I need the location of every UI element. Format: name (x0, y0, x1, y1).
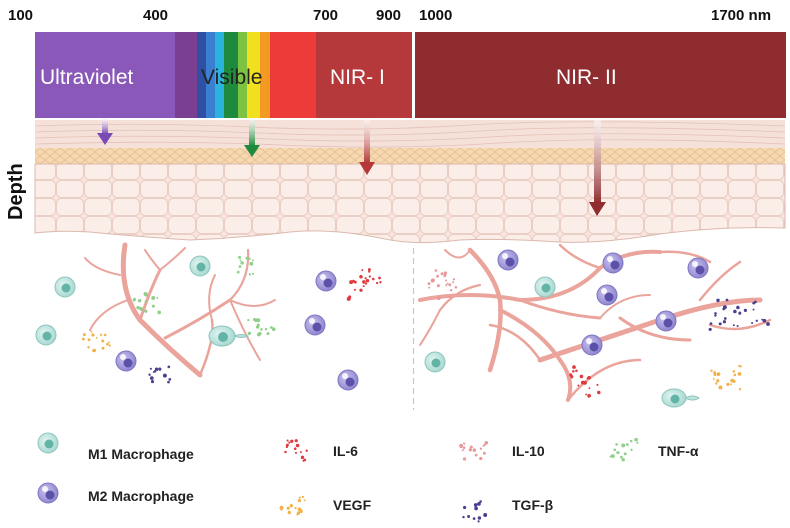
yellow-band (247, 32, 260, 118)
legend-tgfb-label: TGF-β (512, 497, 554, 513)
violet-band (175, 32, 197, 118)
legend-vegf: VEGF (279, 495, 372, 516)
legend-il6-label: IL-6 (333, 443, 358, 459)
nir1-arrow (359, 118, 375, 175)
tick-400: 400 (143, 7, 168, 24)
lightblue-band (206, 32, 215, 118)
m1-macrophage (534, 276, 556, 298)
legend-m1: M1 Macrophage (37, 432, 194, 462)
il6-icon (284, 439, 308, 462)
m1-macrophage (424, 351, 446, 373)
legend-il6: IL-6 (284, 439, 358, 462)
nir1-label: NIR- I (330, 66, 385, 89)
m1-macrophage (35, 324, 57, 346)
tnfa-cluster (247, 317, 276, 337)
il6-cluster (346, 268, 382, 301)
m2-macrophage (655, 310, 677, 332)
ultraviolet-band (35, 32, 175, 118)
legend-il10: IL-10 (459, 440, 545, 461)
legend-tnfa-label: TNF-α (658, 443, 699, 459)
tnfa-icon (609, 437, 639, 462)
m2-macrophage (304, 314, 326, 336)
m2-macrophage-icon (37, 482, 59, 504)
tgfb-cluster (148, 365, 172, 384)
cytokine-clusters (81, 255, 770, 398)
penetration-arrows (97, 118, 606, 216)
m2-macrophage (596, 284, 618, 306)
m2-macrophage (337, 369, 359, 391)
legend: M1 Macrophage M2 Macrophage IL-6 VEGF IL… (37, 432, 699, 523)
m2-macrophage (497, 249, 519, 271)
m1-macrophage-elongated (661, 388, 700, 408)
tnfa-cluster (236, 255, 255, 276)
vegf-cluster (710, 364, 742, 391)
legend-il10-label: IL-10 (512, 443, 545, 459)
nir2-arrow (589, 118, 606, 216)
m2-macrophage (581, 334, 603, 356)
m2-macrophage (115, 350, 137, 372)
epidermis-cells (34, 163, 786, 244)
legend-tgfb: TGF-β (462, 497, 554, 523)
vegf-icon (279, 495, 306, 516)
legend-m2-label: M2 Macrophage (88, 488, 194, 504)
wavelength-scale: 100 400 700 900 1000 1700 nm (8, 7, 771, 24)
green-band (224, 32, 238, 118)
il6-legend-dots (284, 439, 308, 462)
m2-macrophage (602, 252, 624, 274)
ultraviolet-label: Ultraviolet (40, 66, 134, 89)
blood-vessels (84, 242, 772, 402)
legend-vegf-label: VEGF (333, 497, 372, 513)
nir2-label: NIR- II (556, 66, 617, 89)
m1-macrophage-elongated (208, 325, 250, 347)
skin-tissue (34, 120, 786, 244)
il10-icon (459, 440, 489, 461)
uv-arrow (97, 118, 113, 145)
legend-m1-label: M1 Macrophage (88, 446, 194, 462)
m2-macrophage (687, 257, 709, 279)
nir1-band (316, 32, 412, 118)
nir2-band (415, 32, 786, 118)
tgfb-cluster (708, 298, 770, 331)
il10-cluster (427, 269, 458, 301)
m1-macrophage (54, 276, 76, 298)
tnfa-cluster (132, 292, 162, 315)
spectrum-bar: Ultraviolet Visible NIR- I NIR- II (35, 30, 786, 120)
il10-legend-dots (459, 440, 489, 461)
m2-macrophage (315, 270, 337, 292)
blue-band (197, 32, 206, 118)
visible-arrow (244, 118, 260, 157)
granular-layer (35, 148, 785, 164)
tick-900: 900 (376, 7, 401, 24)
m1-macrophage-icon (37, 432, 59, 454)
tick-700: 700 (313, 7, 338, 24)
vegf-cluster (81, 330, 111, 353)
tnfa-legend-dots (609, 437, 639, 462)
depth-label: Depth (5, 163, 27, 220)
tick-1700nm: 1700 nm (711, 7, 771, 24)
tgfb-icon (462, 500, 488, 523)
legend-tnfa: TNF-α (609, 437, 699, 462)
tick-1000: 1000 (419, 7, 452, 24)
visible-label: Visible (201, 66, 262, 89)
macrophages (35, 249, 709, 408)
orange-band (260, 32, 270, 118)
cyan-band (215, 32, 224, 118)
tick-100: 100 (8, 7, 33, 24)
red-band (270, 32, 316, 118)
m1-macrophage (189, 255, 211, 277)
lightgreen-band (238, 32, 247, 118)
tgfb-legend-dots (462, 500, 488, 523)
vegf-legend-dots (279, 495, 306, 516)
il6-cluster (569, 365, 601, 398)
legend-m2: M2 Macrophage (37, 482, 194, 504)
